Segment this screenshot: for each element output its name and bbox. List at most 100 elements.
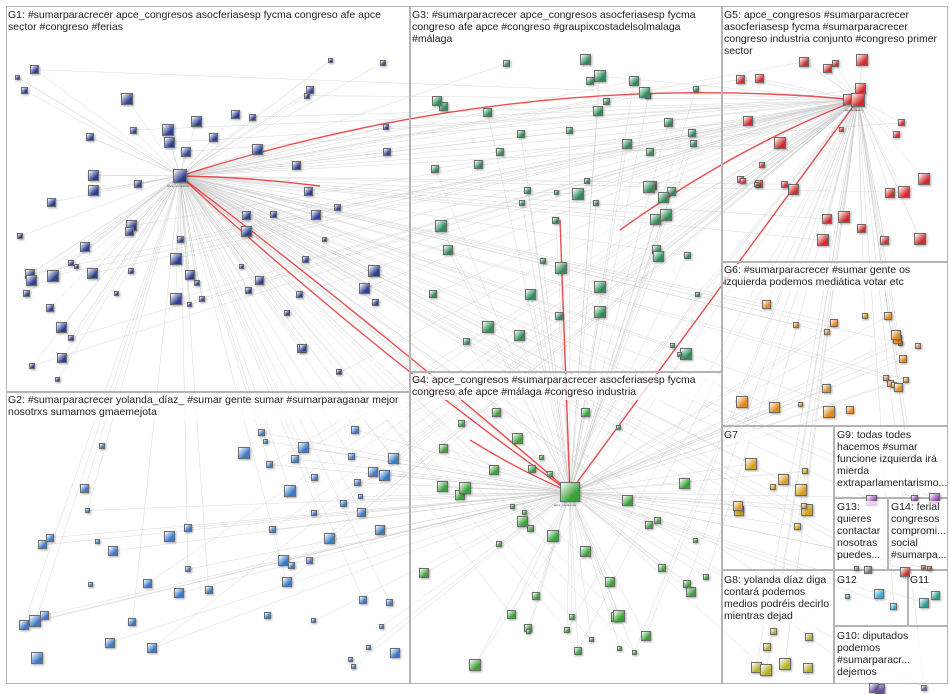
node-g12[interactable] (874, 589, 884, 599)
node-g3[interactable] (524, 187, 531, 194)
node-g3[interactable] (646, 148, 654, 156)
node-g4[interactable] (622, 495, 633, 506)
node-g1[interactable] (241, 226, 252, 237)
node-g3[interactable] (474, 160, 483, 169)
node-g4[interactable] (616, 425, 621, 430)
node-g4[interactable] (613, 610, 625, 622)
node-g2[interactable] (205, 586, 213, 594)
node-g7[interactable] (801, 503, 807, 509)
node-g3[interactable] (463, 338, 470, 345)
node-g6[interactable] (736, 396, 748, 408)
node-g2[interactable] (284, 485, 296, 497)
node-g4[interactable] (581, 408, 590, 417)
node-g4[interactable] (645, 521, 653, 529)
node-g3[interactable] (432, 96, 442, 106)
node-g5[interactable] (736, 75, 745, 84)
node-g10[interactable] (869, 683, 879, 693)
node-g13[interactable] (854, 566, 859, 571)
node-g1[interactable] (134, 180, 142, 188)
node-g2[interactable] (128, 618, 136, 626)
node-g1[interactable] (162, 124, 174, 136)
node-g1[interactable] (47, 270, 59, 282)
node-g5[interactable] (822, 214, 832, 224)
node-g5[interactable] (754, 182, 759, 187)
node-g1[interactable] (88, 170, 99, 181)
node-g8[interactable] (803, 663, 813, 673)
node-g1[interactable] (114, 291, 119, 296)
node-g1[interactable] (55, 377, 60, 382)
node-g6[interactable] (884, 312, 892, 320)
node-g4[interactable] (641, 631, 651, 641)
node-g1[interactable] (304, 187, 313, 196)
node-g5[interactable] (759, 162, 765, 168)
node-g2[interactable] (184, 524, 192, 532)
node-g7[interactable] (778, 474, 789, 485)
node-g1[interactable] (383, 124, 389, 130)
node-g5[interactable] (880, 236, 889, 245)
node-g1[interactable] (170, 253, 182, 265)
node-g1[interactable] (47, 198, 56, 207)
node-g6[interactable] (769, 402, 780, 413)
node-g1[interactable] (328, 58, 333, 63)
node-g1[interactable] (181, 147, 191, 157)
node-g2[interactable] (147, 643, 157, 653)
node-g4[interactable] (574, 647, 582, 655)
node-g6[interactable] (899, 355, 907, 363)
node-g6[interactable] (903, 377, 909, 383)
node-g1[interactable] (80, 242, 90, 252)
node-g8[interactable] (779, 658, 791, 670)
node-g4[interactable] (686, 587, 696, 597)
node-g3[interactable] (684, 252, 691, 259)
node-g3[interactable] (629, 76, 639, 86)
node-g3[interactable] (555, 262, 567, 274)
node-g1[interactable] (255, 276, 264, 285)
node-g5[interactable] (918, 173, 930, 185)
node-g2[interactable] (390, 648, 400, 658)
node-g6[interactable] (915, 343, 921, 349)
node-g2[interactable] (99, 443, 105, 449)
node-g2[interactable] (357, 508, 366, 517)
node-g11[interactable] (931, 591, 940, 600)
node-g4[interactable] (617, 646, 622, 651)
node-g4[interactable] (517, 516, 528, 527)
node-g3[interactable] (664, 118, 673, 127)
node-g2[interactable] (388, 453, 399, 464)
node-g3[interactable] (429, 290, 437, 298)
node-g2[interactable] (298, 442, 309, 453)
node-g5[interactable] (823, 64, 832, 73)
node-g2[interactable] (324, 533, 335, 544)
node-g5[interactable] (856, 54, 868, 66)
node-g3[interactable] (555, 312, 563, 320)
node-g1[interactable] (87, 268, 98, 279)
node-g3[interactable] (503, 60, 510, 67)
node-g2[interactable] (143, 579, 152, 588)
node-g7[interactable] (795, 484, 807, 496)
node-g3[interactable] (443, 245, 453, 255)
node-g4[interactable] (526, 629, 531, 634)
node-g10[interactable] (921, 685, 927, 691)
node-g2[interactable] (311, 510, 317, 516)
node-g6[interactable] (823, 406, 835, 418)
node-g1[interactable] (383, 148, 391, 156)
node-g2[interactable] (38, 540, 47, 549)
node-g4[interactable] (469, 659, 481, 671)
node-g2[interactable] (311, 474, 318, 481)
node-g6[interactable] (793, 322, 799, 328)
node-g1[interactable] (242, 211, 251, 220)
node-g4[interactable] (632, 650, 637, 655)
node-g2[interactable] (340, 500, 347, 507)
node-g5[interactable] (799, 57, 809, 67)
node-g2[interactable] (264, 612, 271, 619)
node-g3[interactable] (435, 220, 447, 232)
node-g4[interactable] (496, 541, 502, 547)
hub-node-g5[interactable] (851, 93, 865, 107)
node-g1[interactable] (296, 291, 303, 298)
node-g2[interactable] (164, 531, 175, 542)
node-g1[interactable] (336, 369, 342, 375)
node-g3[interactable] (519, 200, 525, 206)
node-g6[interactable] (883, 375, 889, 381)
node-g3[interactable] (594, 306, 606, 318)
node-g2[interactable] (379, 624, 384, 629)
node-g8[interactable] (763, 643, 771, 651)
node-g2[interactable] (311, 618, 316, 623)
